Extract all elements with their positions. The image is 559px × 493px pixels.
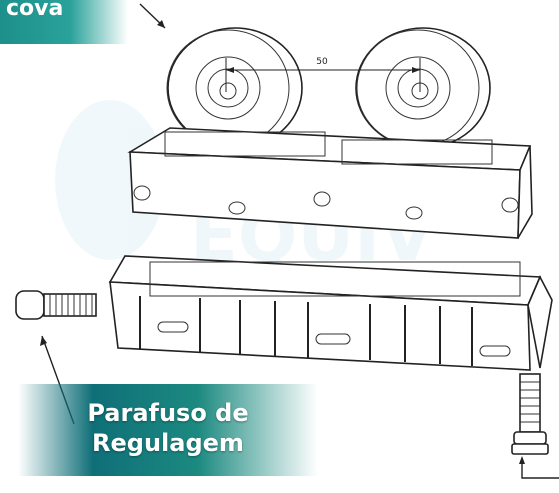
left-wheel [166,27,303,149]
bottom-callout-line-1: Parafuso de [87,399,249,427]
bottom-callout-line-2: Regulagem [92,429,244,457]
horizontal-adjusting-screw [15,290,97,320]
vertical-screw [511,373,549,455]
bottom-callout-label: Parafuso de Regulagem [18,384,318,476]
dimension-value: 50 [316,57,328,67]
top-callout-label: cova [0,0,128,44]
dimension-line [225,58,421,92]
top-leader-arrow [139,3,166,29]
right-wheel [355,27,491,149]
upper-housing [127,127,533,239]
right-leader-arrow [519,456,559,479]
lower-housing [108,255,553,371]
